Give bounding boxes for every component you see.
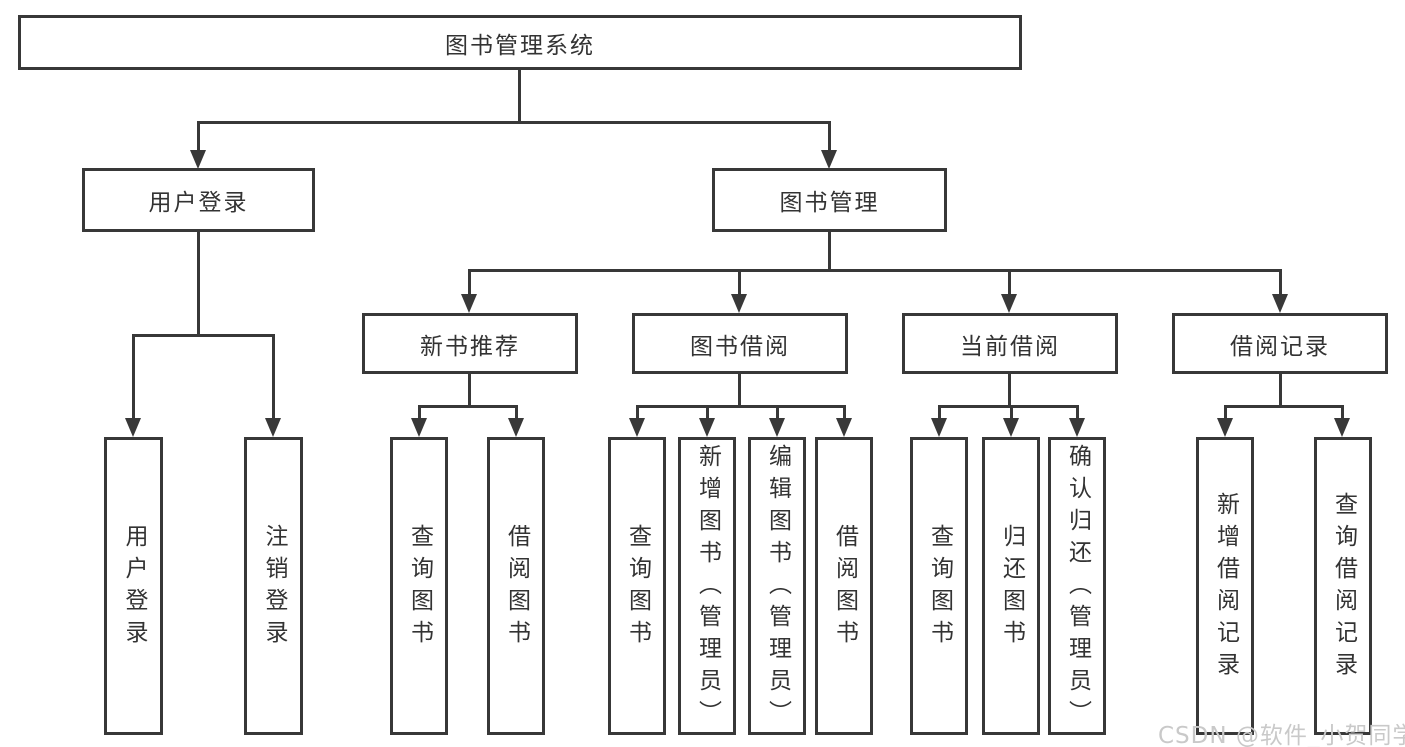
connector-vline — [197, 121, 200, 151]
arrow-down-icon — [1334, 418, 1350, 437]
connector-stem — [518, 70, 521, 122]
connector-vline — [938, 405, 941, 419]
leaf-query-book-3: 查询图书 — [910, 437, 968, 735]
leaf-user-login: 用户登录 — [104, 437, 163, 735]
arrow-down-icon — [190, 150, 206, 169]
connector-hline — [197, 121, 831, 124]
arrow-down-icon — [931, 418, 947, 437]
connector-stem — [1008, 374, 1011, 408]
arrow-down-icon — [731, 294, 747, 313]
leaf-add-borrow-record: 新增借阅记录 — [1196, 437, 1254, 735]
connector-hline — [468, 269, 1282, 272]
leaf-query-borrow-record: 查询借阅记录 — [1314, 437, 1372, 735]
connector-hline — [938, 405, 1079, 408]
connector-stem — [197, 232, 200, 335]
connector-vline — [515, 405, 518, 419]
leaf-logout: 注销登录 — [244, 437, 303, 735]
node-current-borrow: 当前借阅 — [902, 313, 1118, 374]
leaf-query-book-1: 查询图书 — [390, 437, 448, 735]
node-current-borrow-label: 当前借阅 — [960, 333, 1060, 360]
arrow-down-icon — [821, 150, 837, 169]
node-book-management: 图书管理 — [712, 168, 947, 232]
node-root: 图书管理系统 — [18, 15, 1022, 70]
arrow-down-icon — [699, 418, 715, 437]
connector-vline — [1010, 405, 1013, 419]
arrow-down-icon — [629, 418, 645, 437]
leaf-confirm-return-admin: 确认归还（管理员） — [1048, 437, 1106, 735]
arrow-down-icon — [1001, 294, 1017, 313]
node-borrow-record-label: 借阅记录 — [1230, 333, 1330, 360]
connector-hline — [1224, 405, 1344, 408]
connector-vline — [843, 405, 846, 419]
arrow-down-icon — [1217, 418, 1233, 437]
connector-vline — [1076, 405, 1079, 419]
connector-vline — [738, 269, 741, 295]
node-user-login-label: 用户登录 — [148, 190, 249, 216]
arrow-down-icon — [125, 418, 141, 437]
node-root-label: 图书管理系统 — [445, 32, 595, 59]
arrow-down-icon — [461, 294, 477, 313]
node-borrow-record: 借阅记录 — [1172, 313, 1388, 374]
node-new-book-recommend-label: 新书推荐 — [420, 333, 520, 360]
connector-vline — [1341, 405, 1344, 419]
node-book-borrow: 图书借阅 — [632, 313, 848, 374]
arrow-down-icon — [1003, 418, 1019, 437]
connector-vline — [706, 405, 709, 419]
leaf-return-book: 归还图书 — [982, 437, 1040, 735]
csdn-watermark: CSDN @软件_小贺同学 — [1158, 723, 1405, 747]
connector-vline — [636, 405, 639, 419]
leaf-edit-book-admin: 编辑图书（管理员） — [748, 437, 806, 735]
node-book-borrow-label: 图书借阅 — [690, 333, 790, 360]
connector-vline — [1008, 269, 1011, 295]
connector-vline — [272, 334, 275, 419]
node-new-book-recommend: 新书推荐 — [362, 313, 578, 374]
connector-vline — [468, 269, 471, 295]
node-user-login: 用户登录 — [82, 168, 315, 232]
leaf-query-book-2: 查询图书 — [608, 437, 666, 735]
leaf-borrow-book-2: 借阅图书 — [815, 437, 873, 735]
connector-stem — [738, 374, 741, 408]
arrow-down-icon — [411, 418, 427, 437]
connector-vline — [132, 334, 135, 419]
connector-stem — [468, 374, 471, 408]
connector-hline — [132, 334, 275, 337]
arrow-down-icon — [1272, 294, 1288, 313]
connector-stem — [828, 232, 831, 272]
arrow-down-icon — [836, 418, 852, 437]
connector-vline — [418, 405, 421, 419]
connector-hline — [418, 405, 518, 408]
connector-vline — [1279, 269, 1282, 295]
node-book-management-label: 图书管理 — [779, 190, 880, 216]
arrow-down-icon — [265, 418, 281, 437]
leaf-add-book-admin: 新增图书（管理员） — [678, 437, 736, 735]
connector-vline — [776, 405, 779, 419]
connector-vline — [828, 121, 831, 151]
arrow-down-icon — [508, 418, 524, 437]
leaf-borrow-book-1: 借阅图书 — [487, 437, 545, 735]
arrow-down-icon — [1069, 418, 1085, 437]
arrow-down-icon — [769, 418, 785, 437]
connector-stem — [1279, 374, 1282, 408]
connector-hline — [636, 405, 846, 408]
connector-vline — [1224, 405, 1227, 419]
